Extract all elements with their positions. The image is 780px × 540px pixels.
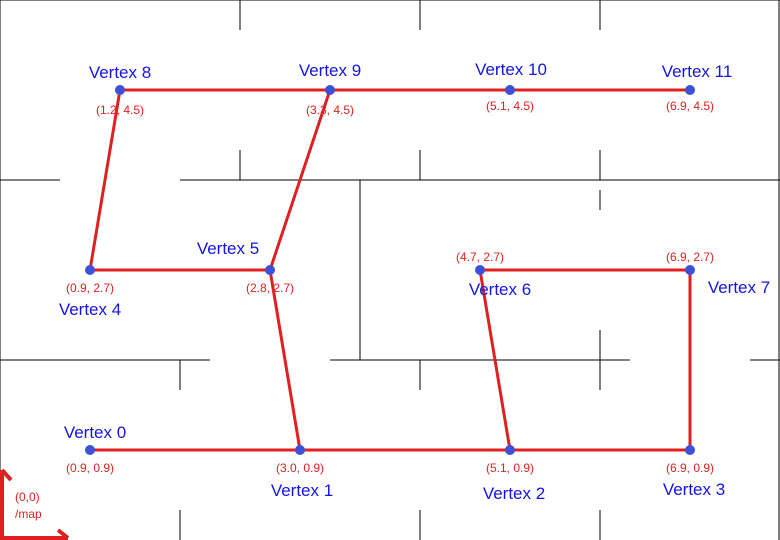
vertex-name-label: Vertex 2	[483, 484, 545, 503]
origin-coords-label: (0,0)	[15, 490, 40, 504]
edge-4-8	[88, 89, 122, 271]
vertex-name-label: Vertex 4	[59, 300, 121, 319]
vertex-3[interactable]: Vertex 3 (6.9, 0.9)	[663, 445, 725, 499]
vertex-name-label: Vertex 9	[299, 61, 361, 80]
vertex-coord-label: (4.7, 2.7)	[456, 250, 504, 264]
vertex-name-label: Vertex 0	[64, 423, 126, 442]
vertex-10[interactable]: Vertex 10 (5.1, 4.5)	[475, 60, 547, 113]
vertex-coord-label: (1.2, 4.5)	[96, 103, 144, 117]
vertex-dot[interactable]	[85, 265, 95, 275]
vertex-9[interactable]: Vertex 9 (3.3, 4.5)	[299, 61, 361, 117]
vertex-name-label: Vertex 8	[89, 63, 151, 82]
edge-5-9	[268, 89, 332, 271]
vertex-dot[interactable]	[295, 445, 305, 455]
vertex-coord-label: (5.1, 0.9)	[486, 461, 534, 475]
vertex-4[interactable]: Vertex 4 (0.9, 2.7)	[59, 265, 121, 319]
origin-marker: (0,0) /map	[0, 468, 70, 540]
vertex-coord-label: (3.3, 4.5)	[306, 103, 354, 117]
vertex-5[interactable]: Vertex 5 (2.8, 2.7)	[197, 239, 294, 295]
vertex-coord-label: (6.9, 2.7)	[666, 250, 714, 264]
vertex-dot[interactable]	[475, 265, 485, 275]
vertex-name-label: Vertex 10	[475, 60, 547, 79]
origin-frame-label: /map	[15, 507, 42, 521]
vertex-coord-label: (6.9, 4.5)	[666, 99, 714, 113]
edge-2-6	[478, 269, 512, 451]
vertex-11[interactable]: Vertex 11 (6.9, 4.5)	[662, 62, 733, 113]
vertex-name-label: Vertex 3	[663, 480, 725, 499]
vertex-6[interactable]: Vertex 6 (4.7, 2.7)	[456, 250, 531, 299]
vertex-coord-label: (0.9, 0.9)	[66, 461, 114, 475]
graph-vertices: Vertex 0(0.9, 0.9)Vertex 1(3.0, 0.9)Vert…	[59, 60, 770, 503]
vertex-dot[interactable]	[265, 265, 275, 275]
vertex-coord-label: (2.8, 2.7)	[246, 281, 294, 295]
vertex-dot[interactable]	[505, 445, 515, 455]
vertex-coord-label: (0.9, 2.7)	[66, 281, 114, 295]
origin-axis-icon	[0, 468, 70, 540]
vertex-2[interactable]: Vertex 2 (5.1, 0.9)	[483, 445, 545, 503]
vertex-coord-label: (5.1, 4.5)	[486, 99, 534, 113]
vertex-dot[interactable]	[505, 85, 515, 95]
vertex-dot[interactable]	[325, 85, 335, 95]
vertex-name-label: Vertex 5	[197, 239, 259, 258]
vertex-name-label: Vertex 6	[469, 280, 531, 299]
vertex-7[interactable]: Vertex 7 (6.9, 2.7)	[666, 250, 770, 297]
vertex-dot[interactable]	[115, 85, 125, 95]
vertex-name-label: Vertex 1	[271, 481, 333, 500]
vertex-coord-label: (3.0, 0.9)	[276, 461, 324, 475]
vertex-name-label: Vertex 11	[662, 62, 733, 81]
vertex-1[interactable]: Vertex 1 (3.0, 0.9)	[271, 445, 333, 500]
vertex-name-label: Vertex 7	[708, 278, 770, 297]
vertex-8[interactable]: Vertex 8 (1.2, 4.5)	[89, 63, 151, 117]
vertex-0[interactable]: Vertex 0 (0.9, 0.9)	[64, 423, 126, 475]
vertex-coord-label: (6.9, 0.9)	[666, 461, 714, 475]
vertex-dot[interactable]	[85, 445, 95, 455]
graph-edges	[88, 88, 692, 452]
edge-1-5	[268, 269, 302, 451]
vertex-dot[interactable]	[685, 265, 695, 275]
vertex-dot[interactable]	[685, 445, 695, 455]
vertex-dot[interactable]	[685, 85, 695, 95]
